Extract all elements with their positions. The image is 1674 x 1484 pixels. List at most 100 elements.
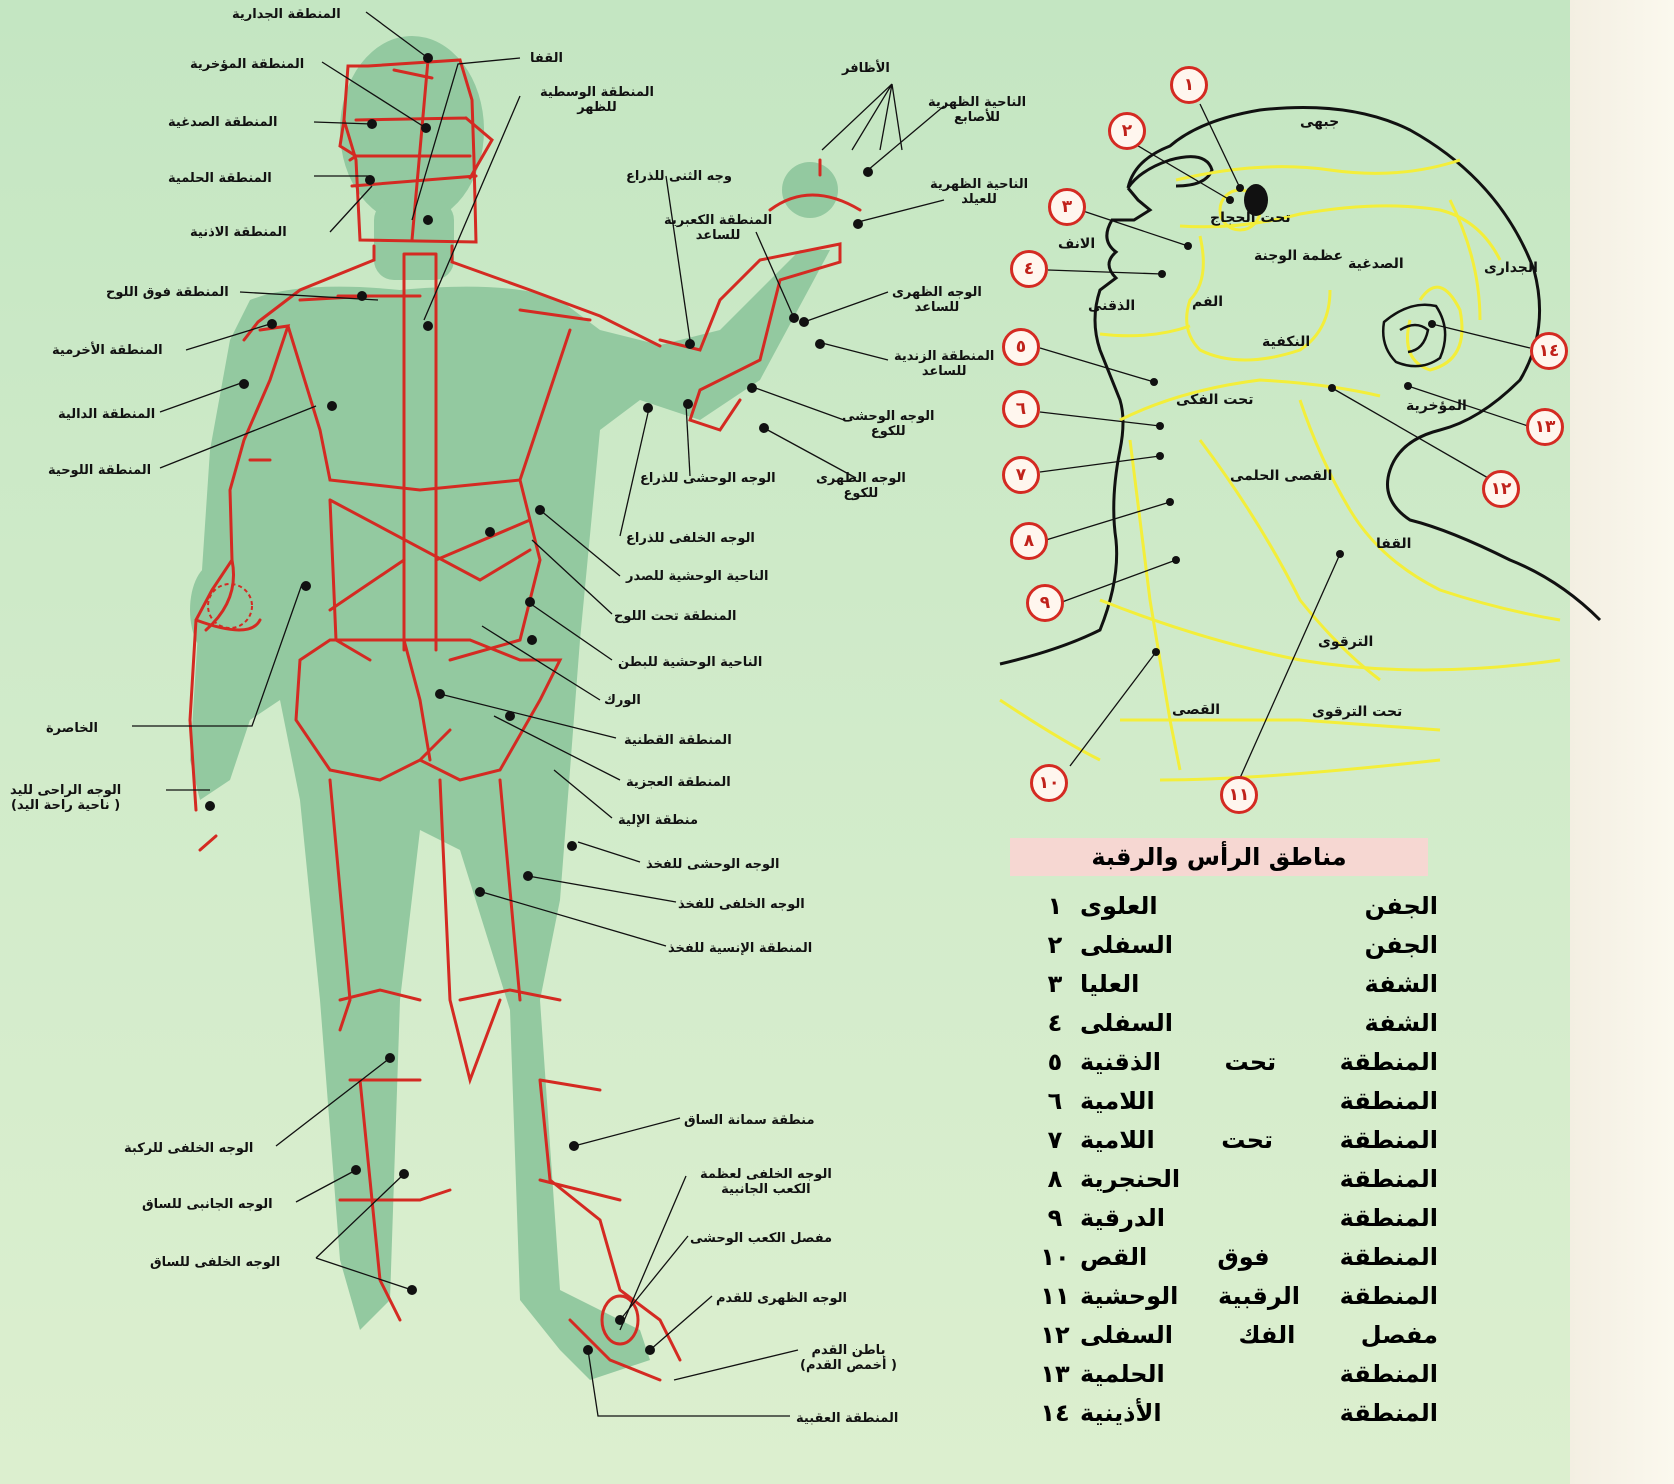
legend-item-text: الشفة السفلى — [1080, 1009, 1450, 1037]
ear — [1383, 305, 1445, 366]
legend-item-text: المنطقة تحت الذقنية — [1080, 1048, 1450, 1076]
head-label-clavicular: الترقوى — [1318, 634, 1373, 650]
legend-item-number: ٨ — [1030, 1165, 1080, 1193]
head-label-infraclavicular: تحت الترقوى — [1312, 704, 1402, 720]
body-label-lateral_elbow: الوجه الوحشى للكوع — [842, 410, 935, 440]
head-label-temporal_h: الصدغية — [1348, 256, 1404, 272]
body-label-medial_thigh: المنطقة الإنسية للفخذ — [668, 942, 812, 957]
body-label-dorsal_hand: الناحية الظهرية للعيلد — [930, 178, 1028, 208]
legend-item-text: المنطقة فوق القص — [1080, 1243, 1450, 1271]
legend-item-number: ٢ — [1030, 931, 1080, 959]
number-badge: ٣ — [1048, 188, 1086, 226]
number-badge: ١١ — [1220, 776, 1258, 814]
body-label-lateral_chest: الناحية الوحشية للصدر — [626, 570, 768, 585]
body-label-dorsal_foot: الوجه الظهرى للقدم — [716, 1292, 847, 1307]
body-label-parietal: المنطقة الجدارية — [232, 8, 341, 23]
body-label-sacral: المنطقة العجزية — [626, 776, 731, 791]
body-label-infrascapular: المنطقة تحت اللوح — [614, 610, 737, 625]
number-badge: ٧ — [1002, 456, 1040, 494]
body-label-temporal: المنطقة الصدغية — [168, 116, 278, 131]
body-label-posterior_thigh: الوجه الخلفى للفخذ — [678, 898, 805, 913]
body-label-calf: منطقة سمانة الساق — [684, 1114, 815, 1129]
number-badge: ١٢ — [1482, 470, 1520, 508]
body-label-lumbar: المنطقة القطنية — [624, 734, 732, 749]
number-badge: ٥ — [1002, 328, 1040, 366]
legend-item-text: المنطقة الحنجرية — [1080, 1165, 1450, 1193]
body-label-radial_forearm: المنطقة الكعبرية للساعد — [664, 214, 772, 244]
body-label-occipital: المنطقة المؤخرية — [190, 58, 304, 73]
legend-item-number: ١ — [1030, 892, 1080, 920]
number-badge: ١ — [1170, 66, 1208, 104]
body-label-posterior_arm: الوجه الخلفى للذراع — [626, 532, 755, 547]
head-label-nasal: الانف — [1058, 236, 1095, 252]
legend-item-number: ٧ — [1030, 1126, 1080, 1154]
head-leader-lines — [1040, 104, 1530, 778]
number-badge: ٨ — [1010, 522, 1048, 560]
legend-item-number: ٣ — [1030, 970, 1080, 998]
legend-item-number: ١٤ — [1030, 1399, 1080, 1427]
body-label-nails: الأظافر — [842, 62, 890, 77]
legend-item-number: ١٠ — [1030, 1243, 1080, 1271]
legend-item-text: المنطقة الرقبية الوحشية — [1080, 1282, 1450, 1310]
number-badge: ١٤ — [1530, 332, 1568, 370]
legend-item-text: الجفن السفلى — [1080, 931, 1450, 959]
body-label-malleolus: الوجه الخلفى لعظمة الكعب الجانبية — [700, 1168, 832, 1198]
body-label-forearm_flex: وجه الثنى للذراع — [626, 170, 732, 185]
number-badge: ٤ — [1010, 250, 1048, 288]
head-label-chin: الذقنى — [1088, 298, 1135, 314]
head-label-buccal: النكفية — [1262, 334, 1310, 350]
legend-item-text: مفصل الفك السفلى — [1080, 1321, 1450, 1349]
body-label-sole: باطن القدم ( أخمص القدم) — [800, 1344, 897, 1374]
number-badge: ١٣ — [1526, 408, 1564, 446]
legend-item-text: المنطقة اللامية — [1080, 1087, 1450, 1115]
number-badge: ٢ — [1108, 112, 1146, 150]
legend-item-text: المنطقة تحت اللامية — [1080, 1126, 1450, 1154]
body-label-dorsal_forearm: الوجه الظهرى للساعد — [892, 286, 982, 316]
number-badge: ١٠ — [1030, 764, 1068, 802]
legend-item-text: الجفن العلوى — [1080, 892, 1450, 920]
body-label-lateral_thigh: الوجه الوحشى للفخذ — [646, 858, 779, 873]
head-label-infraorbital: تحت الحجاج — [1210, 210, 1291, 226]
legend-item-number: ٤ — [1030, 1009, 1080, 1037]
legend-item-number: ١٢ — [1030, 1321, 1080, 1349]
head-label-occipital_h: المؤخرية — [1406, 398, 1467, 414]
legend-item-text: المنطقة الأذينية — [1080, 1399, 1450, 1427]
legend-item-text: الشفة العليا — [1080, 970, 1450, 998]
head-label-cheekbone: عظمة الوجنة — [1254, 248, 1343, 264]
head-label-sternal: القصى — [1172, 702, 1220, 718]
body-label-median_back: المنطقة الوسطية للظهر — [540, 86, 654, 116]
legend-item-number: ٥ — [1030, 1048, 1080, 1076]
body-label-deltoid: المنطقة الدالية — [58, 408, 155, 423]
legend-item-text: المنطقة الدرقية — [1080, 1204, 1450, 1232]
head-label-scm: القصى الحلمى — [1230, 468, 1332, 484]
legend-item: ١١المنطقة الرقبية الوحشية — [1030, 1276, 1450, 1315]
body-label-heel: المنطقة العقبية — [796, 1412, 898, 1427]
body-label-posterior_leg: الوجه الخلفى للساق — [150, 1256, 280, 1271]
legend-item-text: المنطقة الحلمية — [1080, 1360, 1450, 1388]
body-label-ulnar_forearm: المنطقة الزندية للساعد — [894, 350, 994, 380]
legend-item-number: ١١ — [1030, 1282, 1080, 1310]
legend-item-number: ٩ — [1030, 1204, 1080, 1232]
body-label-lateral_arm: الوجه الوحشى للذراع — [640, 472, 776, 487]
head-label-mouth: الفم — [1192, 294, 1223, 310]
body-label-lateral_leg: الوجه الجانبى للساق — [142, 1198, 273, 1213]
body-label-dorsal_elbow: الوجه الظهرى للكوع — [816, 472, 906, 502]
body-label-flank: الخاصرة — [46, 722, 98, 737]
body-label-auricular: المنطقة الاذنية — [190, 226, 287, 241]
body-label-scapular: المنطقة اللوحية — [48, 464, 151, 479]
body-label-posterior_knee: الوجه الخلفى للركبة — [124, 1142, 253, 1157]
body-label-lateral_abdomen: الناحية الوحشية للبطن — [618, 656, 762, 671]
body-label-acromial: المنطقة الأخرمية — [52, 344, 163, 359]
